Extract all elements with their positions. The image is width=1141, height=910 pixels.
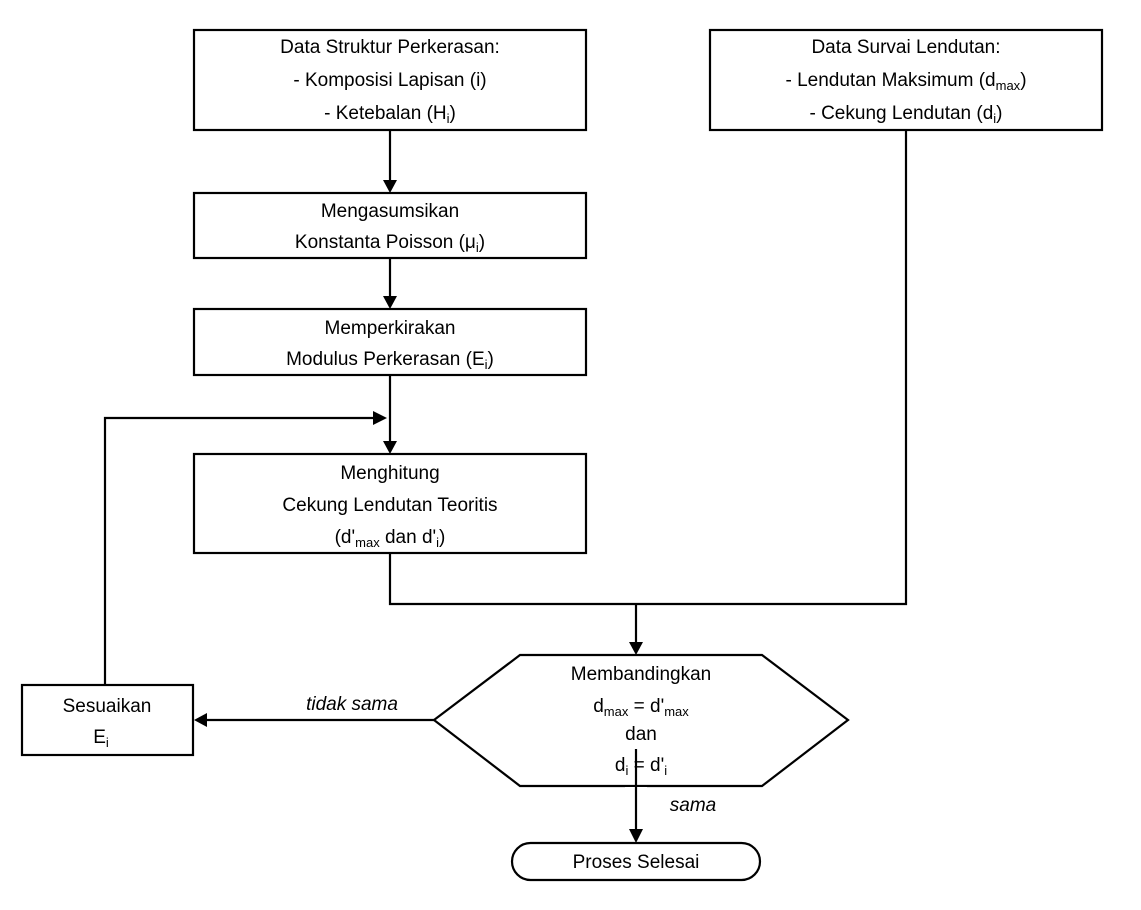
node-sesuaikan-line1: Sesuaikan xyxy=(63,696,152,717)
node-hitung-box xyxy=(192,452,588,555)
node-data-survai-title: Data Survai Lendutan: xyxy=(811,37,1000,58)
node-data-struktur-title: Data Struktur Perkerasan: xyxy=(280,37,500,58)
arrowhead-selesai xyxy=(629,829,643,843)
node-modulus: Memperkirakan Modulus Perkerasan (Ei) xyxy=(192,307,588,377)
node-poisson-line2: Konstanta Poisson (μi) xyxy=(295,232,485,255)
node-selesai-label: Proses Selesai xyxy=(573,852,700,873)
node-selesai-box xyxy=(510,841,762,882)
arrowhead-loop xyxy=(373,411,387,425)
edge-survai-to-merge xyxy=(636,130,908,606)
node-banding: Membandingkan dmax = d'max dan di = d'i xyxy=(432,653,850,788)
node-data-struktur-box xyxy=(192,28,588,132)
node-hitung-line1: Menghitung xyxy=(340,463,439,484)
node-banding-line3: dan xyxy=(625,724,657,745)
edge-label-sama-text: sama xyxy=(670,795,716,816)
node-hitung-line3: (d'max dan d'i) xyxy=(335,527,446,550)
edge-hitung-to-merge xyxy=(388,553,636,606)
node-data-survai-line2: - Cekung Lendutan (di) xyxy=(809,103,1002,126)
node-data-struktur-line2: - Ketebalan (Hi) xyxy=(324,103,456,126)
node-modulus-line1: Memperkirakan xyxy=(325,318,456,339)
edge-label-tidak-sama: tidak sama xyxy=(306,694,398,715)
node-sesuaikan-box xyxy=(20,683,195,757)
node-data-survai-line1: - Lendutan Maksimum (dmax) xyxy=(785,70,1026,93)
node-sesuaikan-line2: Ei xyxy=(93,727,109,750)
node-poisson: Mengasumsikan Konstanta Poisson (μi) xyxy=(192,191,588,260)
edge-sesuaikan-loop xyxy=(103,416,373,685)
arrowhead-hitung xyxy=(383,441,397,454)
connectors xyxy=(103,130,908,786)
arrowhead-banding xyxy=(629,642,643,655)
node-hitung-line2: Cekung Lendutan Teoritis xyxy=(282,495,497,516)
node-data-survai-box xyxy=(708,28,1104,132)
node-banding-line1: Membandingkan xyxy=(571,664,711,685)
node-poisson-line1: Mengasumsikan xyxy=(321,201,459,222)
node-banding-hexagon xyxy=(432,653,850,788)
node-data-struktur-line1: - Komposisi Lapisan (i) xyxy=(293,70,486,91)
node-poisson-box xyxy=(192,191,588,260)
arrowhead-modulus xyxy=(383,296,397,309)
node-banding-line4: di = d'i xyxy=(615,755,667,778)
node-modulus-line2: Modulus Perkerasan (Ei) xyxy=(286,349,494,372)
node-data-survai: Data Survai Lendutan: - Lendutan Maksimu… xyxy=(708,28,1104,132)
node-modulus-box xyxy=(192,307,588,377)
node-banding-line2: dmax = d'max xyxy=(593,696,689,719)
arrowhead-poisson xyxy=(383,180,397,193)
arrowhead-sesuaikan xyxy=(194,713,207,727)
node-hitung: Menghitung Cekung Lendutan Teoritis (d'm… xyxy=(192,452,588,555)
node-sesuaikan: Sesuaikan Ei xyxy=(20,683,195,757)
node-data-struktur: Data Struktur Perkerasan: - Komposisi La… xyxy=(192,28,588,132)
